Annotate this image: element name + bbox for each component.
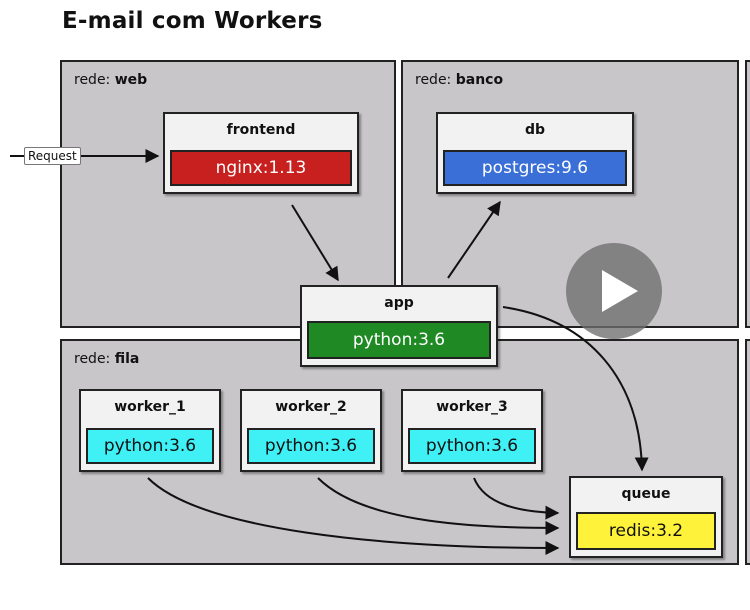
play-icon: [602, 270, 638, 312]
network-web-label: rede: web: [74, 72, 148, 88]
service-db-image: postgres:9.6: [443, 150, 627, 186]
arrow-app-to-queue: [502, 306, 649, 472]
arrow-worker2-to-queue: [317, 477, 560, 535]
service-queue-name: queue: [621, 486, 671, 502]
diagram-title: E-mail com Workers: [62, 8, 323, 34]
service-worker-3-name: worker_3: [436, 399, 508, 415]
arrow-frontend-to-app: [291, 204, 339, 282]
service-frontend-name: frontend: [226, 122, 296, 138]
service-app-name: app: [384, 295, 414, 311]
service-worker-2-image: python:3.6: [247, 428, 375, 464]
service-worker-2-name: worker_2: [275, 399, 347, 415]
service-worker-1: worker_1 python:3.6: [79, 389, 221, 472]
arrow-worker1-to-queue: [147, 477, 560, 555]
network-cropped-bottom: [745, 339, 750, 565]
service-db: db postgres:9.6: [436, 112, 634, 194]
service-worker-1-image: python:3.6: [86, 428, 214, 464]
service-worker-2: worker_2 python:3.6: [240, 389, 382, 472]
service-worker-3-image: python:3.6: [408, 428, 536, 464]
service-frontend-image: nginx:1.13: [170, 150, 352, 186]
service-worker-1-name: worker_1: [114, 399, 186, 415]
service-worker-3: worker_3 python:3.6: [401, 389, 543, 472]
arrow-worker3-to-queue: [473, 477, 560, 520]
network-banco-label: rede: banco: [415, 72, 504, 88]
service-frontend: frontend nginx:1.13: [163, 112, 359, 194]
play-button[interactable]: [566, 243, 662, 339]
service-db-name: db: [524, 122, 546, 138]
service-queue: queue redis:3.2: [569, 476, 723, 558]
service-queue-image: redis:3.2: [576, 512, 716, 550]
service-app-image: python:3.6: [307, 321, 491, 359]
request-label: Request: [24, 147, 81, 165]
network-fila-label: rede: fila: [74, 351, 140, 367]
service-app: app python:3.6: [300, 285, 498, 367]
network-cropped-top: [745, 60, 750, 328]
network-web: rede: web: [60, 60, 396, 328]
arrow-app-to-db: [447, 200, 501, 279]
